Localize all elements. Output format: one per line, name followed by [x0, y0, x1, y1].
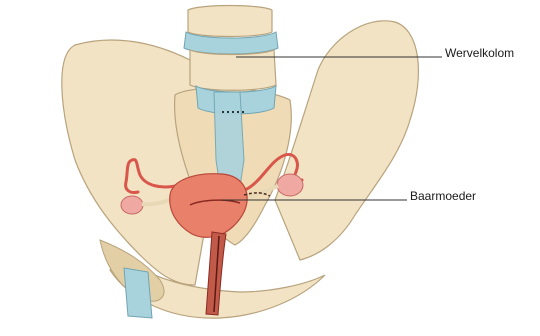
uterus-label: Baarmoeder [410, 189, 476, 203]
pubic-symphysis [124, 268, 152, 318]
vertebra-upper [188, 6, 272, 37]
vertebra-lumbar [190, 50, 276, 90]
right-ovary [277, 174, 303, 196]
left-ovary [121, 196, 143, 214]
spine-label: Wervelkolom [445, 46, 514, 60]
